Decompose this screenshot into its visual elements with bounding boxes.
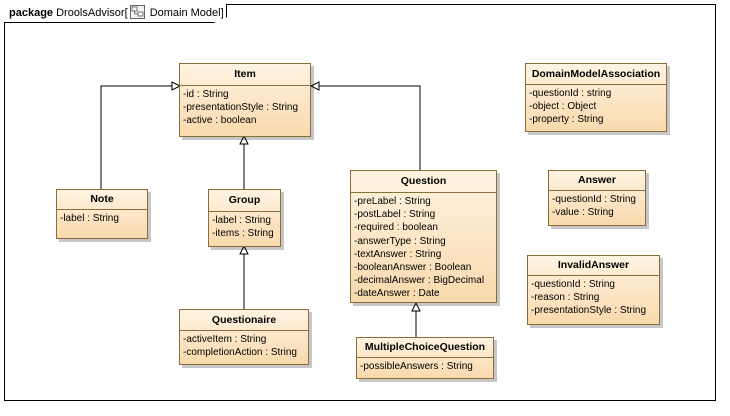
generalization-question-item [319, 85, 421, 170]
attribute: -presentationStyle : String [531, 305, 647, 317]
generalization-arrowhead [239, 244, 249, 255]
attribute: -reason : String [531, 292, 600, 304]
class-name: DomainModelAssociation [526, 64, 666, 85]
class-name: Answer [549, 171, 645, 191]
attribute: -questionId : String [552, 194, 636, 205]
class-multiple-choice-question[interactable]: MultipleChoiceQuestion -possibleAnswers … [356, 337, 494, 379]
frame-tab: package DroolsAdvisor[ Domain Model] [4, 4, 227, 23]
generalization-arrowhead [239, 134, 249, 145]
class-name: InvalidAnswer [528, 256, 659, 276]
attribute: -property : String [529, 114, 604, 126]
class-questionaire[interactable]: Questionaire -activeItem : String -compl… [179, 309, 309, 365]
attribute: -preLabel : String [354, 196, 431, 207]
package-name: DroolsAdvisor [56, 7, 125, 19]
class-attributes: -label : String [57, 210, 147, 225]
class-note[interactable]: Note -label : String [56, 189, 148, 239]
class-attributes: -questionId : string -object : Object -p… [526, 85, 666, 127]
attribute: -presentationStyle : String [183, 102, 299, 114]
class-group[interactable]: Group -label : String -items : String [208, 189, 281, 247]
class-diagram-icon [129, 5, 145, 20]
class-attributes: -preLabel : String -postLabel : String -… [351, 193, 496, 301]
attribute: -active : boolean [183, 115, 257, 127]
attribute: -items : String [212, 228, 274, 240]
attribute: -questionId : string [529, 88, 612, 99]
class-attributes: -questionId : String -reason : String -p… [528, 276, 659, 318]
class-name: Note [57, 190, 147, 210]
diagram-name: Domain Model [149, 7, 221, 19]
attribute: -answerType : String [354, 235, 446, 247]
attribute: -possibleAnswers : String [360, 361, 473, 372]
attribute: -label : String [60, 213, 119, 224]
attribute: -questionId : String [531, 279, 615, 290]
attribute: -value : String [552, 207, 614, 219]
class-attributes: -id : String -presentationStyle : String… [180, 86, 310, 128]
generalization-arrowhead [309, 81, 320, 91]
attribute: -label : String [212, 215, 271, 226]
class-invalid-answer[interactable]: InvalidAnswer -questionId : String -reas… [527, 255, 660, 325]
class-name: Item [180, 64, 310, 86]
attribute: -dateAnswer : Date [354, 288, 440, 300]
frame-keyword: package [9, 7, 54, 19]
generalization-arrowhead [171, 81, 182, 91]
attribute: -textAnswer : String [354, 248, 442, 260]
class-answer[interactable]: Answer -questionId : String -value : Str… [548, 170, 646, 226]
generalization-note-item [100, 85, 172, 189]
class-attributes: -activeItem : String -completionAction :… [180, 331, 308, 359]
attribute: -object : Object [529, 101, 597, 113]
attribute: -completionAction : String [183, 347, 297, 359]
class-question[interactable]: Question -preLabel : String -postLabel :… [350, 170, 497, 303]
attribute: -decimalAnswer : BigDecimal [354, 275, 485, 287]
class-attributes: -possibleAnswers : String [357, 358, 493, 373]
class-item[interactable]: Item -id : String -presentationStyle : S… [179, 63, 311, 137]
class-name: Questionaire [180, 310, 308, 331]
class-domain-model-association[interactable]: DomainModelAssociation -questionId : str… [525, 63, 667, 132]
class-name: Group [209, 190, 280, 212]
generalization-arrowhead [411, 301, 421, 312]
class-attributes: -label : String -items : String [209, 212, 280, 240]
class-attributes: -questionId : String -value : String [549, 191, 645, 219]
attribute: -postLabel : String [354, 209, 436, 221]
attribute: -id : String [183, 89, 229, 100]
attribute: -required : boolean [354, 222, 438, 234]
class-name: Question [351, 171, 496, 193]
attribute: -booleanAnswer : Boolean [354, 262, 472, 274]
class-name: MultipleChoiceQuestion [357, 338, 493, 358]
attribute: -activeItem : String [183, 334, 267, 345]
